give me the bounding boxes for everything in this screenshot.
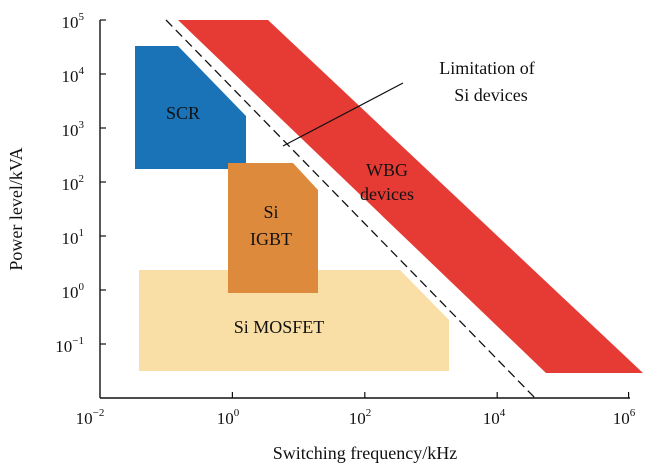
- y-tick-label: 101: [62, 227, 85, 248]
- wbg-devices-region: [178, 20, 643, 373]
- y-tick-label: 102: [62, 173, 85, 194]
- wbg-label-line1: WBG: [366, 160, 408, 180]
- x-tick-label: 106: [613, 407, 636, 428]
- si-igbt-region: [228, 163, 318, 293]
- scr-label: SCR: [166, 103, 200, 123]
- y-tick-label: 104: [62, 65, 85, 86]
- igbt-label-line1: Si: [263, 202, 278, 222]
- x-tick-label: 104: [483, 407, 506, 428]
- y-tick-label: 100: [62, 281, 85, 302]
- wbg-label-line2: devices: [360, 184, 414, 204]
- mosfet-label: Si MOSFET: [234, 317, 325, 337]
- si-mosfet-region: [139, 270, 449, 371]
- igbt-label-line2: IGBT: [250, 229, 292, 249]
- limitation-label-line1: Limitation of: [439, 58, 534, 78]
- y-axis-title: Power level/kVA: [6, 147, 26, 270]
- limitation-leader-line: [282, 82, 404, 147]
- x-tick-label: 102: [349, 407, 372, 428]
- scr-region: [135, 46, 246, 169]
- y-tick-label: 103: [62, 119, 85, 140]
- y-tick-marks: [100, 19, 106, 345]
- x-tick-label: 10−2: [76, 407, 105, 428]
- limitation-label-line2: Si devices: [454, 85, 528, 105]
- y-tick-label: 105: [62, 11, 85, 32]
- si-limitation-line: [165, 19, 536, 399]
- x-tick-label: 100: [217, 407, 240, 428]
- x-axis-title: Switching frequency/kHz: [273, 443, 457, 463]
- y-tick-label: 10−1: [55, 335, 84, 356]
- x-tick-marks: [231, 392, 630, 398]
